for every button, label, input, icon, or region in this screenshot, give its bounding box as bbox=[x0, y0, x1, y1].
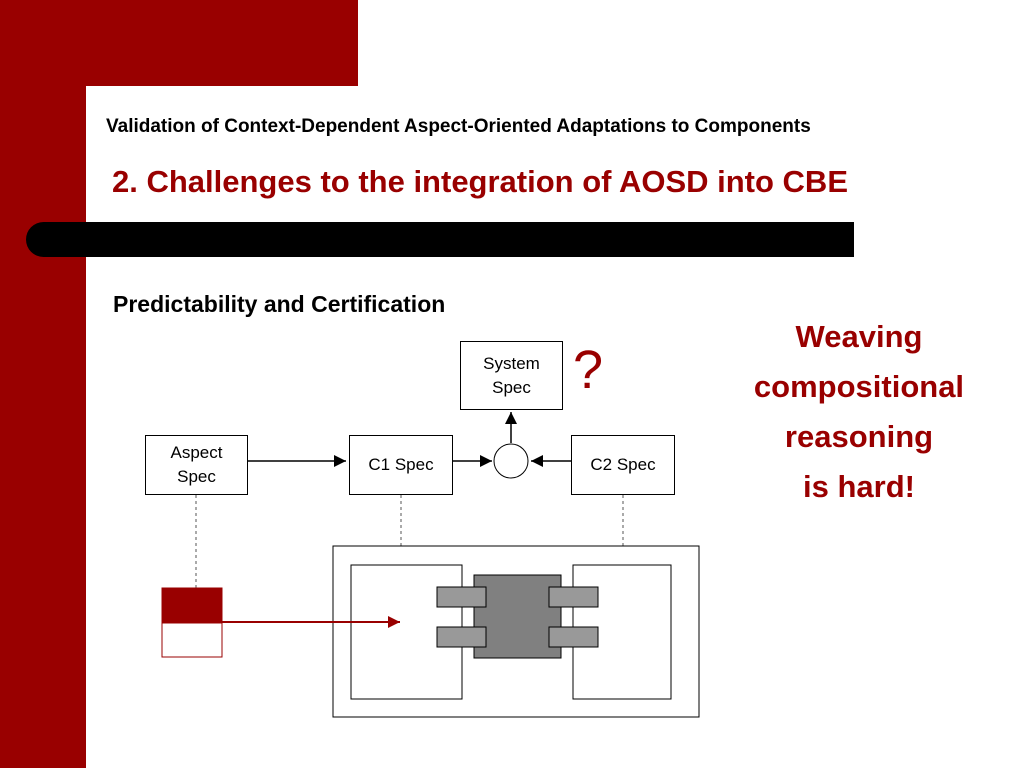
aspect-implementation-bottom bbox=[161, 622, 223, 658]
header-title: Validation of Context-Dependent Aspect-O… bbox=[106, 116, 811, 137]
section-title: 2. Challenges to the integration of AOSD… bbox=[112, 164, 848, 199]
c2-spec-label: C2 Spec bbox=[590, 455, 656, 474]
callout-line: Weaving bbox=[795, 319, 923, 354]
aspect-spec-label: Spec bbox=[177, 467, 216, 486]
callout-line: compositional bbox=[753, 369, 965, 404]
c2-spec-box: C2 Spec bbox=[571, 435, 675, 495]
aspect-implementation-top bbox=[161, 587, 223, 624]
callout-line: is hard! bbox=[803, 469, 915, 504]
c1-spec-box: C1 Spec bbox=[349, 435, 453, 495]
aspect-spec-label: Aspect bbox=[170, 443, 223, 462]
rounded-corner bbox=[86, 86, 166, 166]
connector-core bbox=[473, 574, 562, 659]
question-mark: ? bbox=[573, 340, 604, 400]
callout-line: reasoning bbox=[784, 419, 934, 454]
composition-node bbox=[493, 443, 529, 479]
system-spec-label: Spec bbox=[492, 377, 531, 397]
connector-port-left-bottom bbox=[436, 626, 487, 648]
subsection-title: Predictability and Certification bbox=[113, 291, 446, 317]
aspect-spec-box: Aspect Spec bbox=[145, 435, 248, 495]
system-spec-label: System bbox=[483, 353, 540, 373]
connector-port-right-top bbox=[548, 586, 599, 608]
left-accent-bar bbox=[0, 0, 86, 768]
title-divider-band bbox=[26, 222, 854, 257]
callout-text: Weaving compositional reasoning is hard! bbox=[728, 312, 990, 512]
top-accent-block bbox=[0, 0, 358, 86]
c1-spec-label: C1 Spec bbox=[368, 455, 434, 474]
system-spec-box: System Spec bbox=[460, 341, 563, 410]
connector-port-right-bottom bbox=[548, 626, 599, 648]
connector-port-left-top bbox=[436, 586, 487, 608]
